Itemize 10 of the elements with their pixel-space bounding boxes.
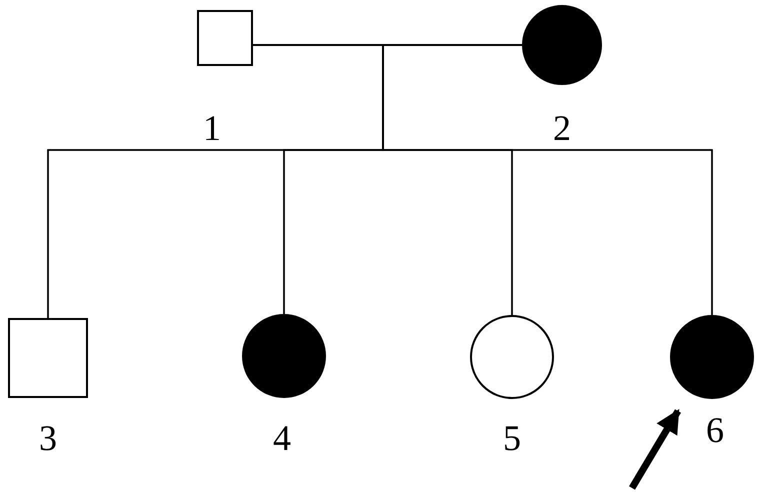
individual-number: 4 bbox=[272, 418, 292, 458]
unaffected-male-square bbox=[197, 10, 253, 66]
individual-number: 2 bbox=[552, 108, 572, 148]
unaffected-male-square bbox=[8, 318, 88, 398]
proband-arrow bbox=[629, 408, 681, 490]
individual-number: 3 bbox=[38, 418, 58, 458]
descent-line bbox=[382, 44, 713, 315]
individual-number: 1 bbox=[202, 108, 222, 148]
individual-number: 5 bbox=[502, 418, 522, 458]
individual-number: 6 bbox=[705, 410, 725, 450]
